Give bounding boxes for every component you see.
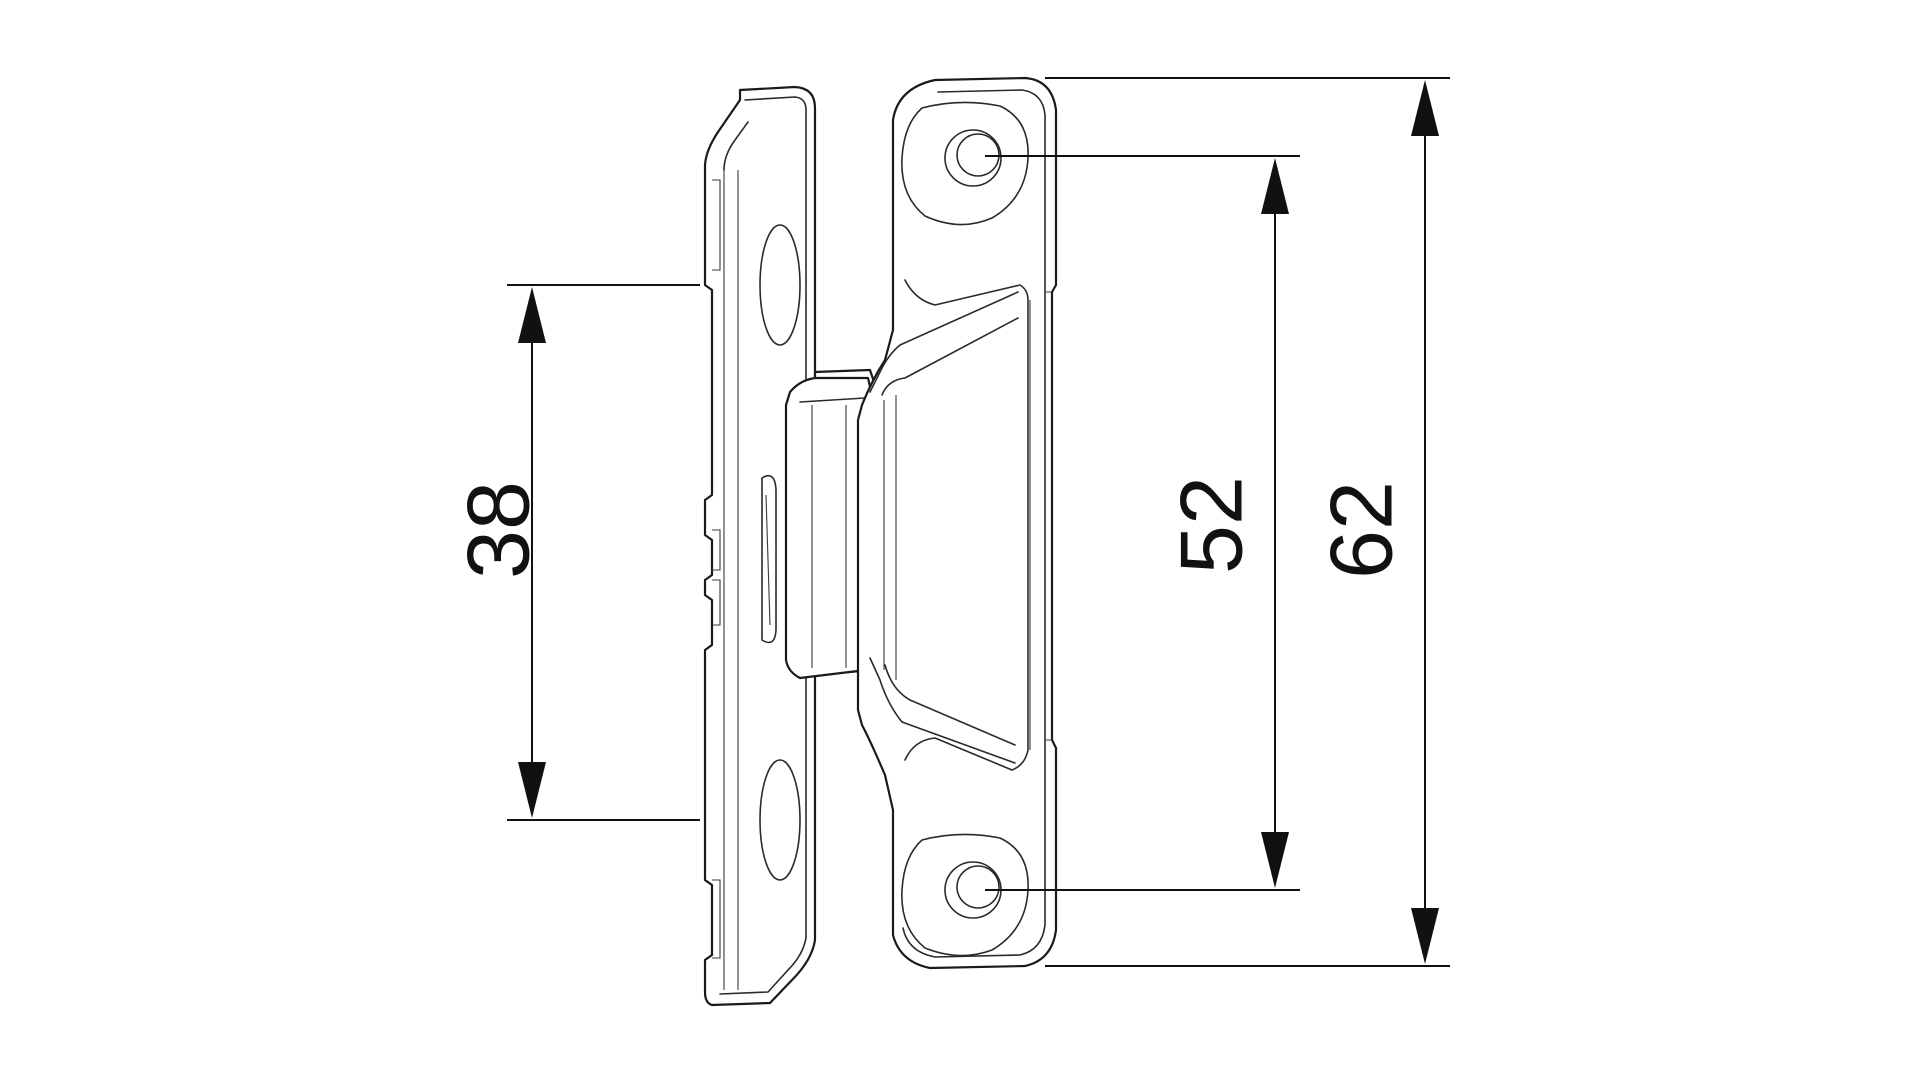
dimension-52: 52 [985,155,1300,891]
keeper-plate [856,76,1058,970]
mounting-plate [703,85,817,1007]
arrowhead-up [518,287,546,343]
dimension-label-62: 62 [1311,481,1410,579]
arrowhead-up [1261,158,1289,214]
arrowhead-up [1411,80,1439,136]
arrowhead-down [1261,832,1289,888]
arrowhead-down [1411,908,1439,964]
dimension-38: 38 [448,284,700,821]
dimension-label-52: 52 [1161,476,1260,574]
dimension-62: 62 [1045,77,1450,967]
dimension-label-38: 38 [448,481,547,579]
arrowhead-down [518,762,546,818]
